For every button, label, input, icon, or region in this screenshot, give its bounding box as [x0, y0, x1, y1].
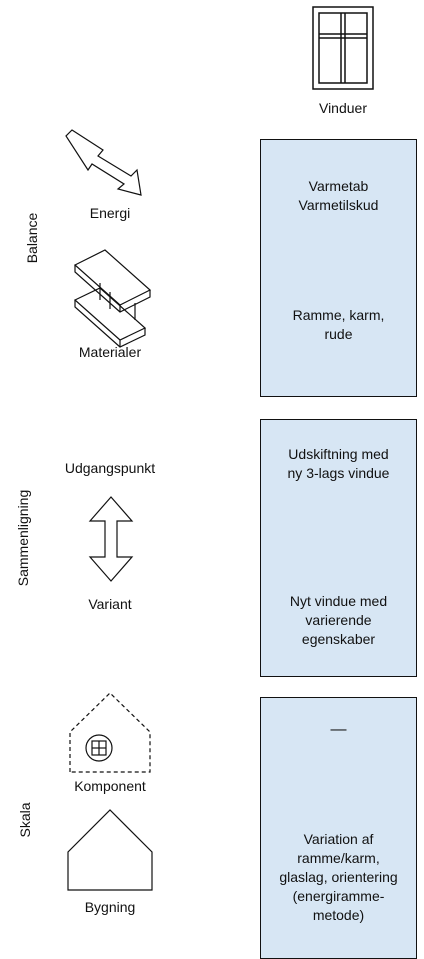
balance-box-text-1: Varmetab Varmetilskud	[298, 178, 379, 213]
starting-point-label: Udgangspunkt	[64, 460, 156, 476]
side-label-comparison: Sammenligning	[15, 489, 31, 587]
comparison-box: Udskiftning med ny 3-lags vindue Nyt vin…	[260, 419, 417, 677]
variant-label: Variant	[88, 596, 132, 612]
scale-box-text-2: Variation af ramme/karm, glaslag, orient…	[279, 831, 398, 923]
materials-label: Materialer	[78, 344, 142, 360]
header-title: Vinduer	[318, 100, 367, 116]
scale-box-text-1: —	[330, 721, 347, 738]
balance-box-text-2: Ramme, karm, rude	[292, 307, 385, 342]
building-label: Bygning	[84, 899, 136, 915]
scale-box: — Variation af ramme/karm, glaslag, orie…	[260, 697, 417, 959]
side-label-scale: Skala	[17, 802, 33, 838]
component-label: Komponent	[74, 778, 146, 794]
comparison-box-text-1: Udskiftning med ny 3-lags vindue	[287, 446, 390, 481]
side-label-balance: Balance	[24, 212, 40, 264]
balance-box: Varmetab Varmetilskud Ramme, karm, rude	[260, 139, 417, 397]
comparison-box-text-2: Nyt vindue med varierende egenskaber	[289, 593, 388, 647]
energy-label: Energi	[89, 205, 131, 221]
